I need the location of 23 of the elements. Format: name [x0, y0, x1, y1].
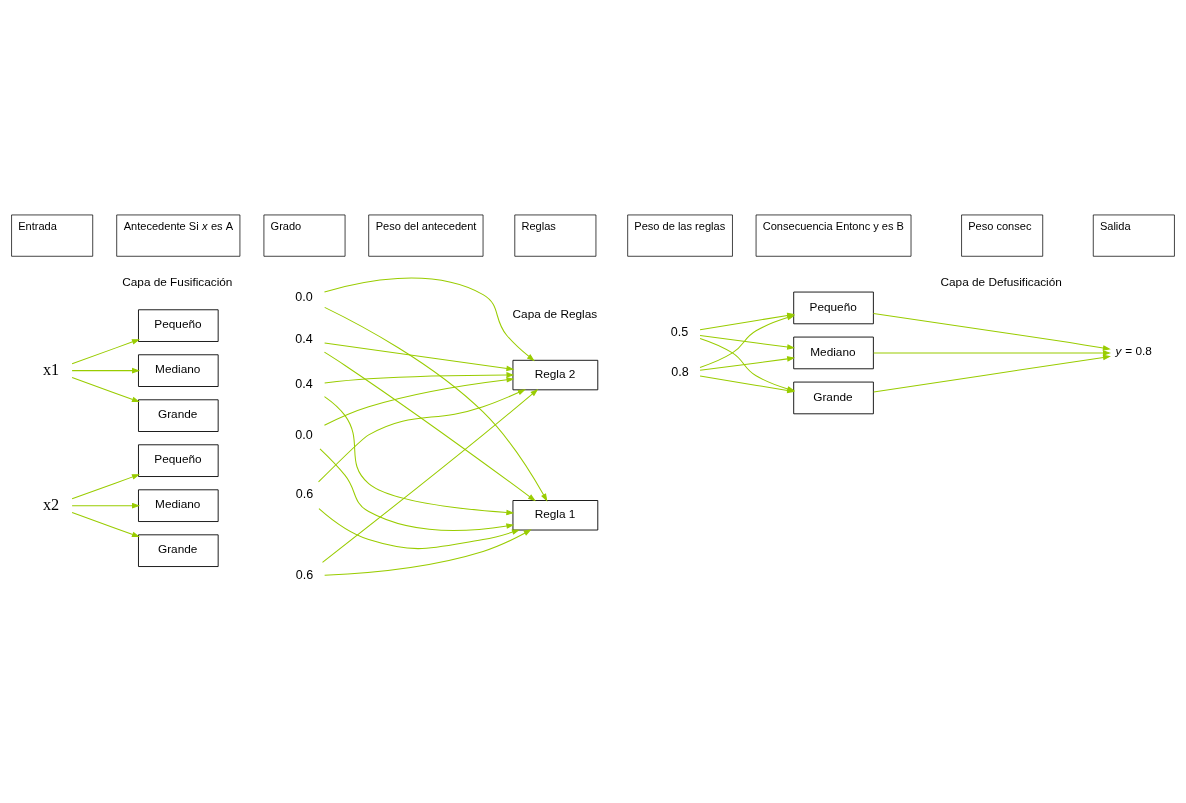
node-text: x2	[42, 495, 60, 514]
label: Peso del antecedent	[375, 219, 477, 232]
label: Entrada	[18, 219, 57, 232]
label: Grado	[270, 219, 302, 232]
node-text: 0.4	[295, 331, 313, 346]
label: Reglas	[521, 219, 556, 232]
node-text: y = 0.8	[1115, 343, 1152, 358]
label: Peso de las reglas	[634, 219, 726, 232]
node-text: 0.6	[295, 567, 314, 582]
node-text: 0.0	[295, 289, 313, 304]
label: Peso consec	[968, 219, 1032, 232]
label: Capa de Fusificación	[122, 274, 233, 289]
node-text: 0.4	[295, 376, 313, 391]
node-text: 0.0	[295, 427, 313, 442]
label: Consecuencia Entonc y es B	[762, 219, 904, 232]
label: Antecedente Si x es A	[123, 219, 234, 232]
node-text: x1	[42, 360, 60, 379]
label: Capa de Reglas	[512, 306, 598, 321]
node-text: 0.5	[670, 324, 689, 339]
label: Capa de Defusificación	[940, 274, 1062, 289]
node-text: 0.6	[295, 486, 314, 501]
label: Salida	[1099, 219, 1131, 232]
node-text: 0.8	[671, 364, 689, 379]
